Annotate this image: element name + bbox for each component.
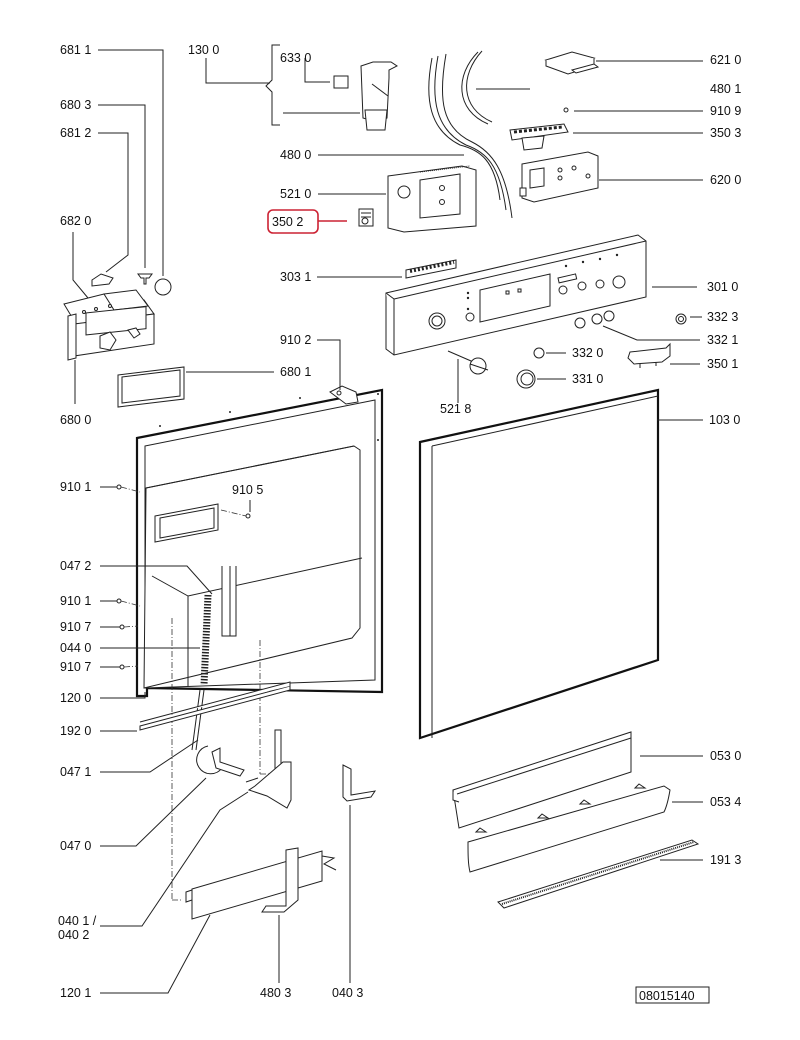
label-680-1: 680 1	[280, 365, 311, 379]
label-910-9: 910 9	[710, 104, 741, 118]
upper-kick-rail	[452, 731, 632, 829]
control-panel	[385, 234, 647, 356]
door-lock	[360, 61, 398, 131]
label-910-5: 910 5	[232, 483, 263, 497]
detergent-dispenser-group	[63, 49, 274, 408]
label-332-3: 332 3	[707, 310, 738, 324]
label-053-0: 053 0	[710, 749, 741, 763]
wiring-harness	[318, 50, 530, 219]
button-strip	[405, 259, 457, 279]
label-331-0: 331 0	[572, 372, 603, 386]
label-521-8: 521 8	[440, 402, 471, 416]
label-303-1: 303 1	[280, 270, 311, 284]
label-680-0: 680 0	[60, 413, 91, 427]
label-301-0: 301 0	[707, 280, 738, 294]
kick-plate	[467, 783, 671, 873]
label-192-0: 192 0	[60, 724, 91, 738]
label-350-2[interactable]: 350 2	[272, 215, 303, 229]
label-681-1: 681 1	[60, 43, 91, 57]
label-350-3: 350 3	[710, 126, 741, 140]
label-910-1b: 910 1	[60, 594, 91, 608]
label-191-3: 191 3	[710, 853, 741, 867]
label-120-0: 120 0	[60, 691, 91, 705]
label-044-0: 044 0	[60, 641, 91, 655]
sensor-probe	[447, 350, 489, 375]
label-910-1a: 910 1	[60, 480, 91, 494]
kick-plate-seal	[497, 839, 700, 909]
label-047-2: 047 2	[60, 559, 91, 573]
door-handle-light	[627, 342, 671, 368]
led-holder	[509, 123, 569, 151]
label-682-0: 682 0	[60, 214, 91, 228]
reference-number-box	[635, 986, 710, 1004]
reference-number: 08015140	[639, 989, 695, 1003]
dispenser-gasket	[117, 366, 185, 408]
label-633-0: 633 0	[280, 51, 311, 65]
spring-holder-clip	[196, 745, 245, 777]
label-103-0: 103 0	[709, 413, 740, 427]
program-buttons	[574, 310, 615, 329]
detergent-dispenser	[63, 289, 155, 361]
label-040-3: 040 3	[332, 986, 363, 1000]
cable-guide	[261, 847, 299, 913]
led-board-highlighted	[358, 208, 374, 227]
lower-door-strip	[185, 850, 337, 920]
door-outer-panel	[418, 388, 660, 740]
label-621-0: 621 0	[710, 53, 741, 67]
control-module-housing	[519, 151, 599, 203]
label-120-1: 120 1	[60, 986, 91, 1000]
hinge-bracket	[245, 729, 292, 809]
label-681-2: 681 2	[60, 126, 91, 140]
connector-block	[544, 51, 600, 75]
label-047-0: 047 0	[60, 839, 91, 853]
label-910-2: 910 2	[280, 333, 311, 347]
label-480-3: 480 3	[260, 986, 291, 1000]
electronic-board	[387, 165, 477, 233]
label-350-1: 350 1	[707, 357, 738, 371]
rinse-aid-cap	[154, 278, 172, 296]
rotary-knob	[516, 369, 536, 389]
label-910-7b: 910 7	[60, 660, 91, 674]
label-480-0: 480 0	[280, 148, 311, 162]
microswitch	[333, 75, 349, 89]
door-lock-group	[205, 44, 398, 131]
label-332-0: 332 0	[572, 346, 603, 360]
label-480-1: 480 1	[710, 82, 741, 96]
l-bracket	[342, 764, 377, 802]
door-inner-panel	[135, 385, 384, 698]
label-332-1: 332 1	[707, 333, 738, 347]
door-seal-rail	[139, 681, 291, 731]
label-130-0: 130 0	[188, 43, 219, 57]
screw	[563, 107, 569, 113]
label-620-0: 620 0	[710, 173, 741, 187]
label-053-4: 053 4	[710, 795, 741, 809]
label-040-1: 040 1 /	[58, 914, 97, 928]
label-047-1: 047 1	[60, 765, 91, 779]
dispenser-lever	[91, 273, 114, 287]
label-910-7a: 910 7	[60, 620, 91, 634]
label-040-2: 040 2	[58, 928, 89, 942]
dispenser-plug	[137, 273, 153, 285]
button	[533, 347, 545, 359]
label-680-3: 680 3	[60, 98, 91, 112]
label-521-0: 521 0	[280, 187, 311, 201]
